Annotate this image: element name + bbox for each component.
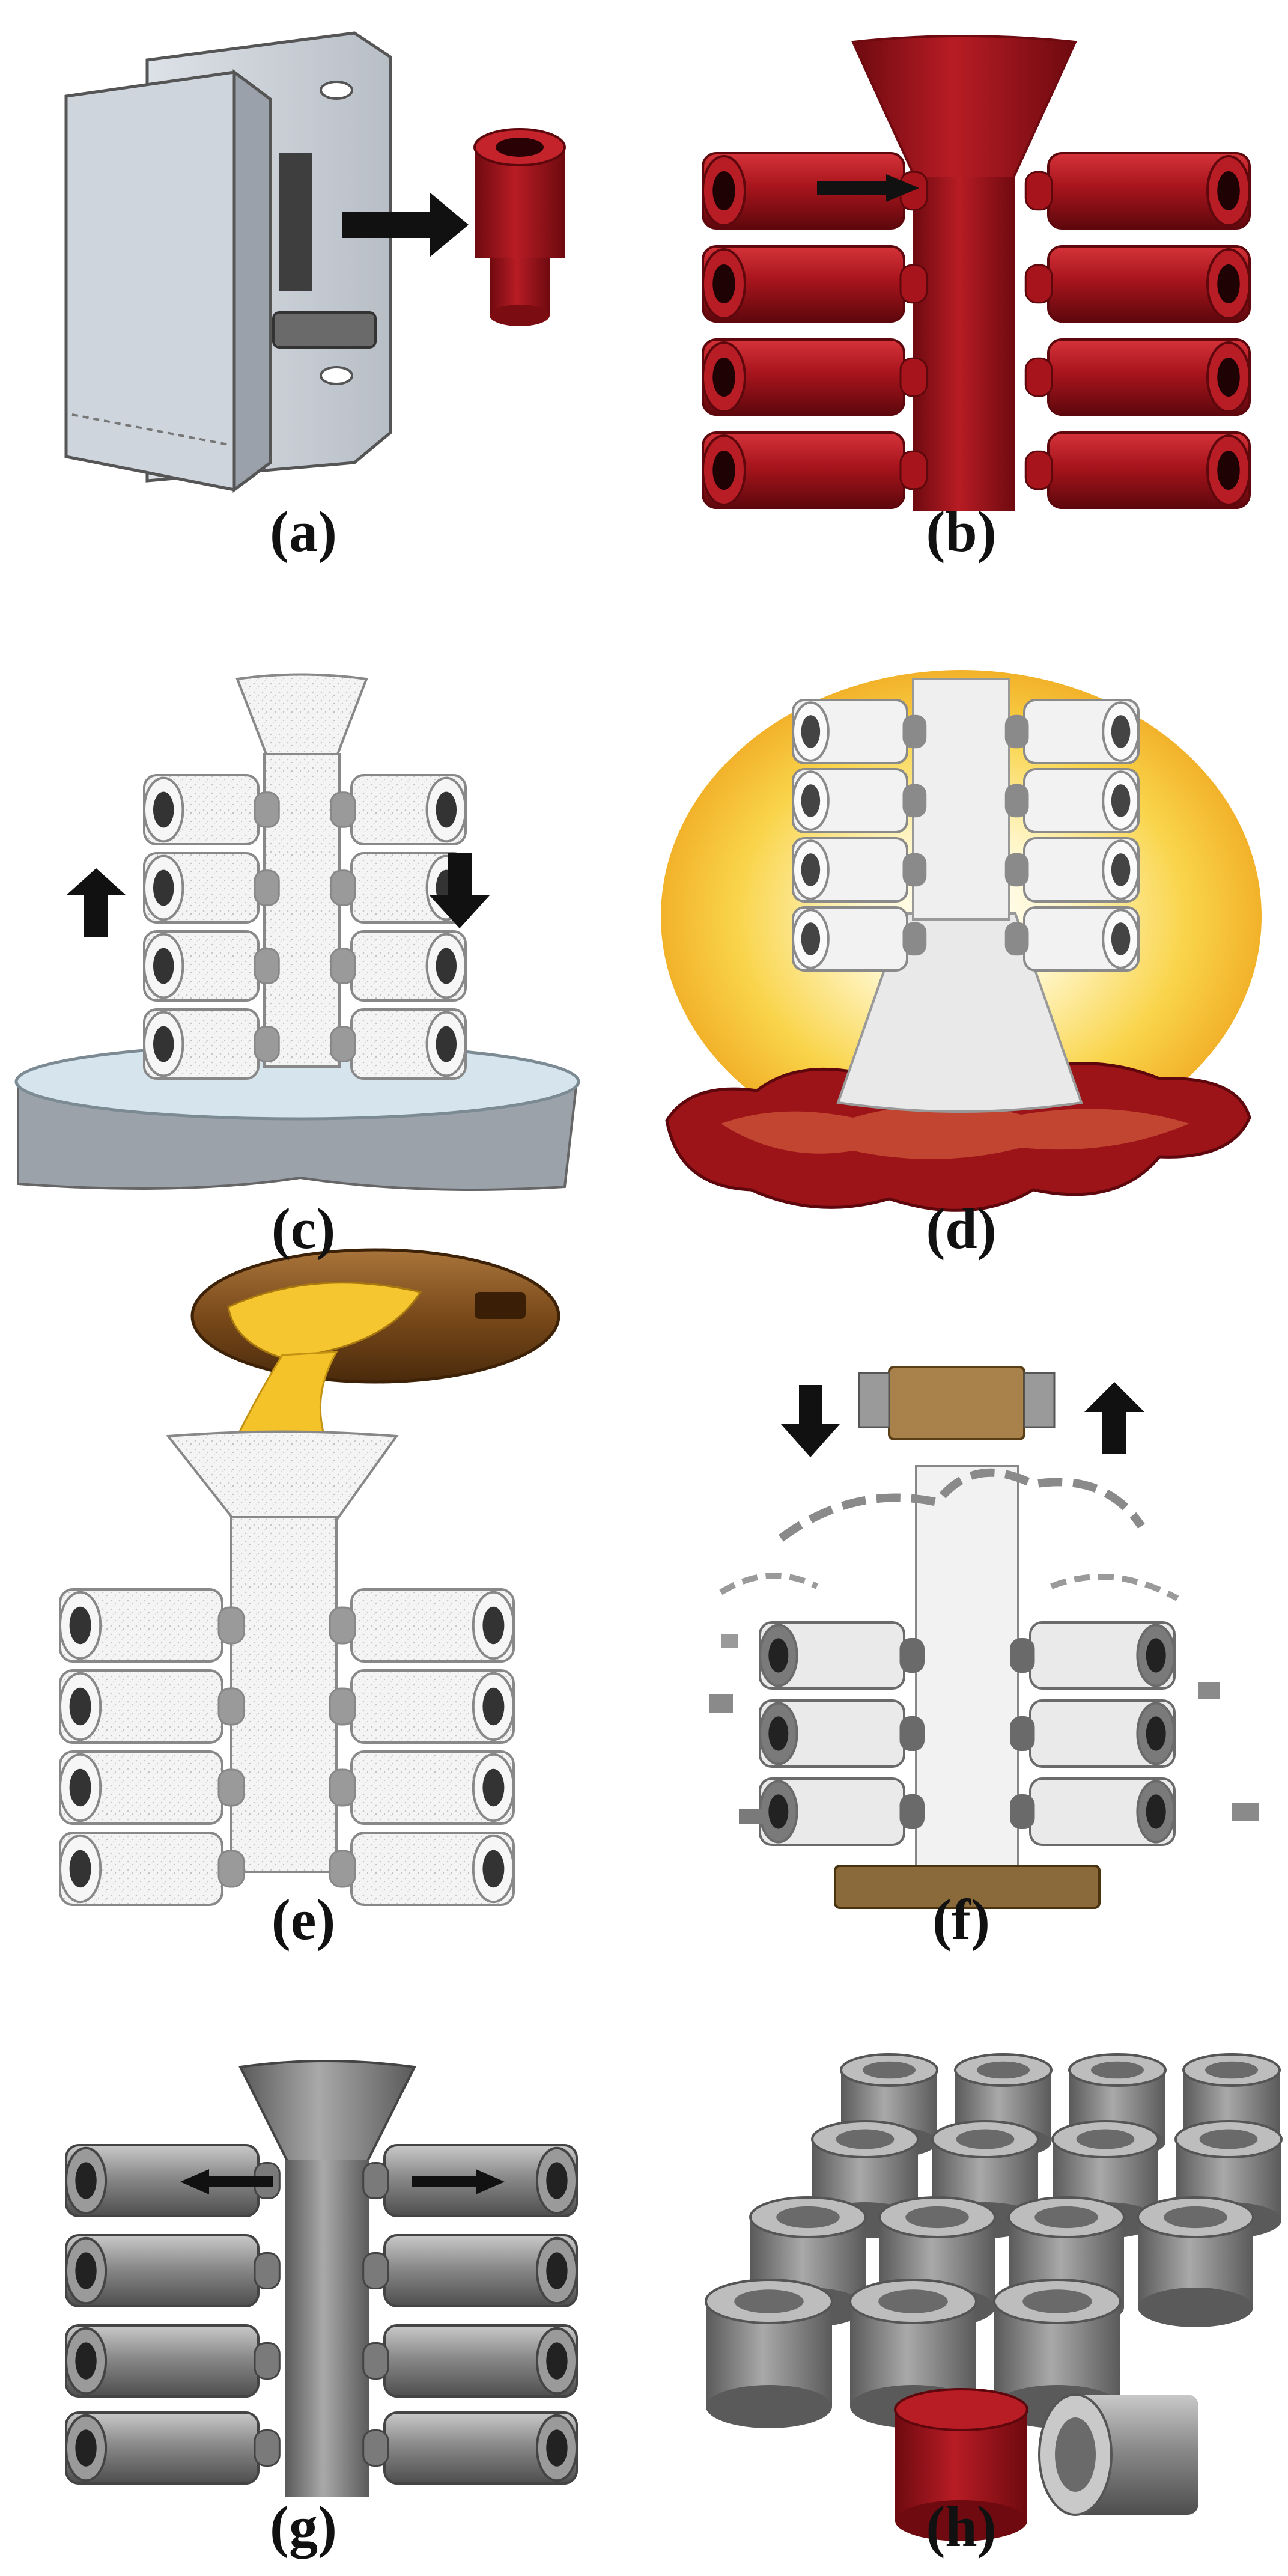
base-plate [834, 1865, 1101, 1909]
panel-label-b: (b) [926, 499, 997, 564]
exposed-castings [759, 1621, 1176, 1846]
cracked-shell-tree [719, 1465, 1179, 1888]
panel-d-illustration [661, 670, 1262, 1212]
panel-g-illustration [64, 2060, 579, 2497]
tree-cylinder [702, 245, 928, 323]
arrow-left-icon [180, 2169, 273, 2194]
tree-cylinder [59, 1669, 245, 1744]
panel-label-e: (e) [271, 1887, 336, 1952]
tree-cylinder [330, 1008, 467, 1080]
wax-sprue [851, 35, 1077, 511]
shell-sprue-filled [166, 1430, 399, 1873]
tree-cylinder [362, 2411, 579, 2485]
coated-pattern-cylinders [143, 774, 467, 1080]
cast-part [705, 2279, 833, 2428]
tree-cylinder [64, 2411, 281, 2485]
ladle-icon [190, 1248, 560, 1384]
wax-pattern-part [473, 128, 566, 326]
tree-cylinder [792, 699, 927, 764]
arrow-down-icon [781, 1385, 840, 1457]
red-cast-part [894, 2388, 1028, 2541]
tree-cylinder [143, 930, 280, 1002]
panel-e-illustration [59, 1248, 560, 1906]
panel-label-a: (a) [270, 499, 337, 564]
tree-cylinder [329, 1832, 515, 1906]
panel-label-h: (h) [926, 2494, 997, 2559]
tree-cylinder [1004, 906, 1140, 972]
tree-cylinder [1004, 837, 1140, 903]
metal-castings [64, 2144, 579, 2485]
tree-cylinder [329, 1750, 515, 1825]
tree-cylinder [759, 1699, 925, 1768]
tree-cylinder [1010, 1699, 1176, 1768]
tree-cylinder [1024, 245, 1251, 323]
panel-h-illustration [705, 2053, 1283, 2541]
tree-cylinder [362, 2234, 579, 2307]
arrow-icon [817, 174, 919, 202]
tree-cylinder [1004, 699, 1140, 764]
tree-cylinder [702, 431, 928, 509]
panel-c-illustration [14, 673, 580, 1191]
tree-cylinder [1010, 1777, 1176, 1846]
die-front-half [64, 69, 377, 493]
panel-a-illustration [64, 31, 566, 493]
panel-f-illustration [709, 1366, 1259, 1909]
tree-cylinder [1024, 338, 1251, 416]
tree-cylinder [330, 930, 467, 1002]
arrow-down-icon [430, 853, 490, 928]
tree-cylinder [792, 837, 927, 903]
panel-b-illustration [702, 35, 1251, 511]
tree-cylinder [329, 1588, 515, 1663]
panel-label-d: (d) [926, 1196, 997, 1261]
panel-label-g: (g) [270, 2494, 337, 2559]
shell-cylinders [59, 1588, 515, 1906]
tree-cylinder [330, 774, 467, 845]
panel-label-c: (c) [271, 1196, 336, 1261]
tree-cylinder [1024, 152, 1251, 230]
arrow-icon [342, 192, 469, 257]
coated-sprue [235, 673, 368, 1068]
arrow-up-icon [1084, 1382, 1144, 1454]
tree-cylinder [143, 852, 280, 924]
tree-cylinder [759, 1777, 925, 1846]
wax-pattern-cylinders [702, 152, 1251, 509]
tree-cylinder [759, 1621, 925, 1690]
tree-cylinder [702, 152, 928, 230]
tree-cylinder [143, 1008, 280, 1080]
tree-cylinder [792, 906, 927, 972]
tree-cylinder [792, 768, 927, 833]
vibrator-head [858, 1366, 1056, 1440]
tree-cylinder [1004, 768, 1140, 833]
lying-cast-part [1038, 2393, 1198, 2516]
arrow-right-icon [412, 2169, 505, 2194]
molten-wax-puddle [665, 1061, 1251, 1212]
tree-cylinder [64, 2234, 281, 2307]
tree-cylinder [64, 2144, 281, 2217]
tree-cylinder [1010, 1621, 1176, 1690]
metal-sprue [238, 2060, 417, 2497]
shell-fragments [709, 1634, 1259, 1824]
tree-cylinder [59, 1588, 245, 1663]
hollow-shell-cylinders [792, 699, 1140, 972]
tree-cylinder [64, 2324, 281, 2398]
cast-part [1137, 2196, 1254, 2327]
tree-cylinder [362, 2324, 579, 2398]
tree-cylinder [143, 774, 280, 845]
tree-cylinder [59, 1832, 245, 1906]
arrow-up-icon [66, 868, 126, 937]
panel-label-f: (f) [932, 1887, 990, 1952]
tree-cylinder [702, 338, 928, 416]
tree-cylinder [329, 1669, 515, 1744]
tree-cylinder [59, 1750, 245, 1825]
tree-cylinder [1024, 431, 1251, 509]
